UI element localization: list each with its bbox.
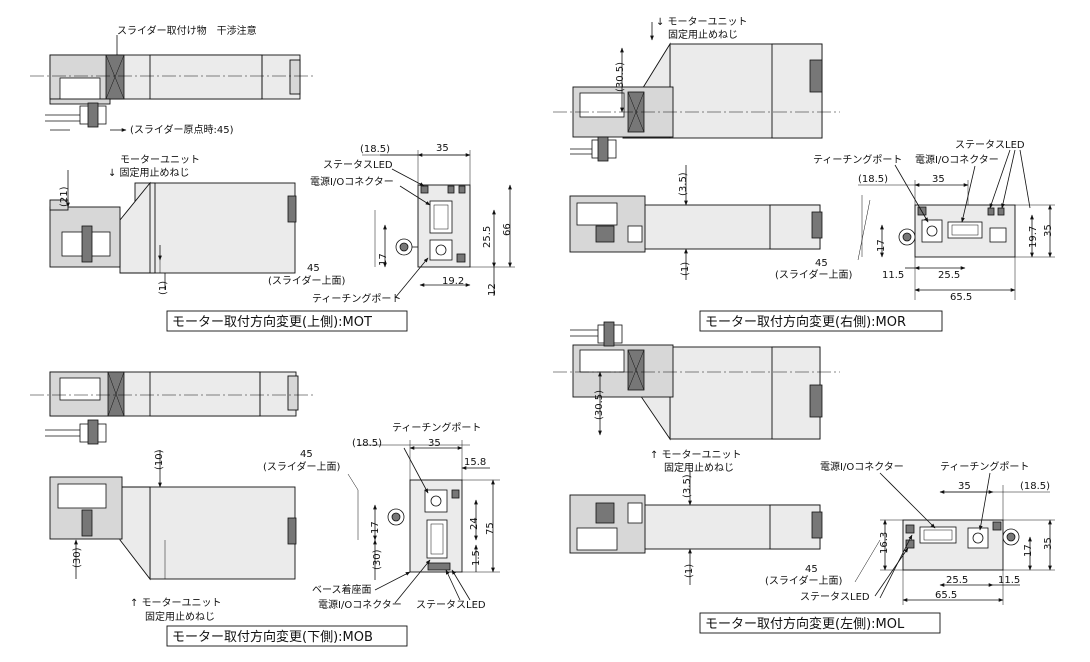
- mor-d35b: 35: [1043, 224, 1054, 237]
- mot-side-view: (21) (1) モーターユニット ↓ 固定用止めねじ: [49, 154, 297, 295]
- mob-d18-5: (18.5): [352, 438, 382, 449]
- mob-d45: 45: [300, 449, 313, 460]
- mol-d35: 35: [958, 481, 971, 492]
- mor-d19-7: 19.7: [1028, 226, 1039, 248]
- mor-d11-5: 11.5: [882, 270, 904, 281]
- mot-d45: 45: [307, 263, 320, 274]
- mor-d35: 35: [932, 174, 945, 185]
- mot-note-slider: スライダー取付け物 干渉注意: [117, 24, 257, 37]
- mot-d12: 12: [487, 283, 498, 296]
- mol-caption-box: [699, 612, 941, 634]
- mor-d65-5: 65.5: [950, 292, 972, 303]
- mob-d30: (30): [72, 547, 83, 568]
- mol-d18-5: (18.5): [1020, 481, 1050, 492]
- mor-power-io: 電源I/Oコネクター: [915, 153, 999, 166]
- mol-d16-3: 16.3: [879, 532, 890, 554]
- mol-d1: (1): [684, 564, 695, 578]
- mot-caption: モーター取付方向変更(上側):MOT: [172, 314, 372, 330]
- mob-top-view: [30, 371, 315, 445]
- mob-front-view: (18.5) 35 ティーチングポート 15.8 45 (スライダー上面) 17…: [263, 421, 500, 611]
- mob-base-mount: ベース着座面: [312, 583, 372, 596]
- mor-d25-5: 25.5: [938, 270, 960, 281]
- mob-status-led: ステータスLED: [416, 599, 486, 611]
- mol-slider-top: (スライダー上面): [765, 574, 843, 587]
- mol-d65-5: 65.5: [935, 590, 957, 601]
- mot-d18-5: (18.5): [360, 144, 390, 155]
- mot-d35: 35: [436, 143, 449, 154]
- mot-slider-top: (スライダー上面): [268, 274, 346, 287]
- mot-status-led: ステータスLED: [323, 159, 393, 171]
- mot-caption-box: [166, 310, 408, 332]
- mol-motor-note-1: ↑ モーターユニット: [650, 449, 742, 461]
- mob-side-view: (10) (30) ↑ モーターユニット 固定用止めねじ: [49, 449, 297, 623]
- mor-caption-box: [699, 310, 943, 332]
- mor-d30-5: (30.5): [615, 62, 626, 92]
- mol-status-led: ステータスLED: [800, 591, 870, 603]
- mol-d3-5: (3.5): [682, 474, 693, 498]
- mot-motor-note-2: ↓ 固定用止めねじ: [108, 166, 190, 179]
- mol-d30-5: (30.5): [594, 390, 605, 420]
- mor-d3-5: (3.5): [678, 172, 689, 196]
- mor-status-led: ステータスLED: [955, 139, 1025, 151]
- mot-front-view: (18.5) 35 ステータスLED 電源I/Oコネクター 17 45 (スライ…: [268, 143, 515, 305]
- mob-d15-8: 15.8: [464, 457, 486, 468]
- mob-teaching-port: ティーチングポート: [392, 421, 481, 434]
- mot-d17: 17: [378, 253, 389, 266]
- mol-front-view: 電源I/Oコネクター ティーチングポート 35 (18.5) 16.3 17 3…: [765, 460, 1055, 605]
- mot-top-view: スライダー取付け物 干渉注意 (スライダー原点時:45): [30, 24, 315, 136]
- mob-d17: 17: [370, 521, 381, 534]
- mol-d11-5: 11.5: [998, 575, 1020, 586]
- mor-motor-note-2: 固定用止めねじ: [668, 28, 738, 41]
- mor-d1: (1): [680, 262, 691, 276]
- mob-caption-box: [166, 625, 408, 647]
- mot-note-origin: (スライダー原点時:45): [130, 123, 234, 136]
- mob-d35: 35: [428, 438, 441, 449]
- mob-d75: 75: [485, 522, 496, 535]
- mol-teaching-port: ティーチングポート: [940, 460, 1029, 473]
- mor-teaching-port: ティーチングポート: [813, 153, 902, 166]
- mob-motor-note-1: ↑ モーターユニット: [130, 597, 222, 609]
- mor-d18-5: (18.5): [858, 174, 888, 185]
- mol-d17: 17: [1023, 544, 1034, 557]
- mol-d45: 45: [805, 564, 818, 575]
- mob-caption: モーター取付方向変更(下側):MOB: [172, 629, 373, 645]
- mor-side-view: (3.5) (1): [569, 165, 823, 280]
- mor-d45: 45: [815, 258, 828, 269]
- mob-d24: 24: [469, 517, 480, 530]
- mol-d35b: 35: [1043, 537, 1054, 550]
- mot-d1: (1): [158, 281, 169, 295]
- mob-d1-5: 1.5: [471, 550, 482, 566]
- mor-top-view: (30.5) ↓ モーターユニット 固定用止めねじ: [553, 16, 840, 162]
- mot-teaching-port: ティーチングポート: [312, 292, 401, 305]
- mob-d10: (10): [154, 449, 165, 470]
- mot-d66: 66: [502, 223, 513, 236]
- mot-power-io: 電源I/Oコネクター: [310, 175, 394, 188]
- mot-motor-note-1: モーターユニット: [120, 154, 200, 166]
- mor-caption: モーター取付方向変更(右側):MOR: [705, 314, 906, 330]
- mol-side-view: (3.5) (1): [569, 470, 823, 585]
- mob-d30b: (30): [372, 549, 383, 570]
- mob-slider-top: (スライダー上面): [263, 460, 341, 473]
- mor-d17: 17: [876, 239, 887, 252]
- mol-caption: モーター取付方向変更(左側):MOL: [705, 616, 905, 632]
- mol-top-view: (30.5) ↑ モーターユニット 固定用止めねじ: [553, 321, 840, 474]
- mor-motor-note-1: ↓ モーターユニット: [656, 16, 748, 28]
- mor-front-view: (18.5) 35 ティーチングポート 電源I/Oコネクター ステータスLED …: [775, 139, 1055, 303]
- mol-d25-5: 25.5: [946, 575, 968, 586]
- mot-d25-5: 25.5: [482, 226, 493, 248]
- mol-motor-note-2: 固定用止めねじ: [664, 461, 734, 474]
- mot-d21: (21): [59, 186, 70, 207]
- mob-motor-note-2: 固定用止めねじ: [145, 610, 215, 623]
- mor-slider-top: (スライダー上面): [775, 268, 853, 281]
- mob-power-io: 電源I/Oコネクター: [318, 598, 402, 611]
- mot-d19-2: 19.2: [442, 276, 464, 287]
- mol-power-io: 電源I/Oコネクター: [820, 460, 904, 473]
